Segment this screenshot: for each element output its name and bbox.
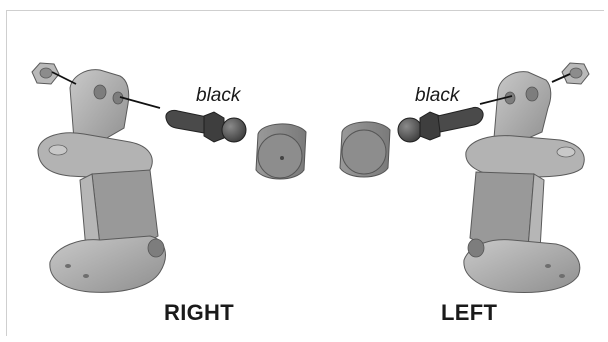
left-nut (561, 62, 590, 85)
diagram-frame (6, 10, 604, 336)
right-ball-stud (165, 109, 247, 143)
right-side-label: RIGHT (164, 300, 234, 325)
right-color-note: black (196, 85, 241, 106)
right-nut (31, 62, 60, 85)
left-ball-stud (397, 107, 484, 143)
left-nut-leader (551, 73, 571, 83)
right-bracket (37, 69, 166, 293)
left-bracket-leader (479, 95, 513, 105)
left-side-label: LEFT (441, 300, 498, 325)
right-disc (255, 123, 307, 180)
right-nut-leader (51, 71, 77, 85)
left-color-note: black (415, 85, 460, 106)
left-bracket (463, 71, 585, 293)
right-bracket-leader (119, 96, 161, 109)
left-disc (339, 121, 391, 178)
